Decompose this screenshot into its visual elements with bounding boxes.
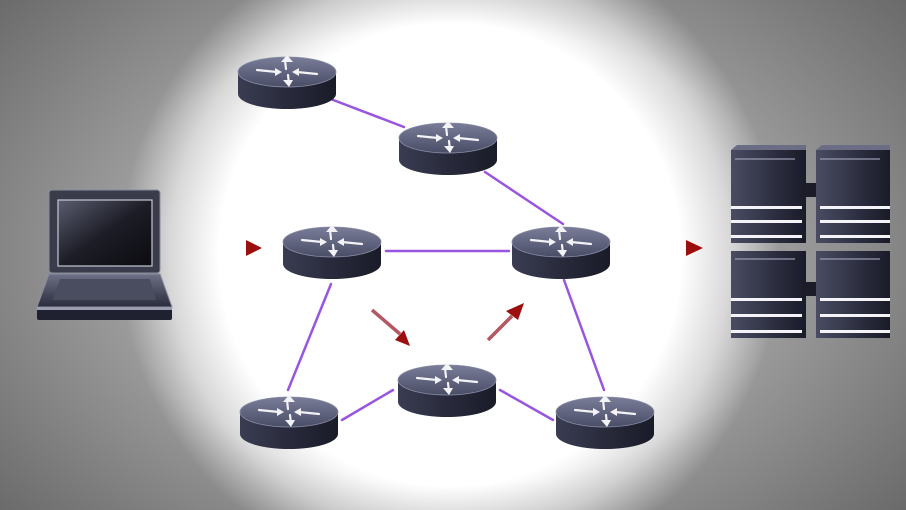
laptop-icon (36, 189, 173, 320)
link-bottommid-bottomright (498, 388, 555, 422)
router-egress (511, 223, 611, 281)
arrow-ingress-to-bottom-mid (370, 308, 410, 346)
link-bottomleft-bottommid (340, 388, 395, 422)
server-icon (731, 145, 890, 338)
router-bottom-left (239, 393, 339, 451)
router-bottom-right (555, 393, 655, 451)
links-layer (286, 96, 606, 422)
link-topleft-topmid (326, 96, 406, 129)
router-ingress (282, 223, 382, 281)
link-topmid-egress (483, 170, 565, 226)
router-top-mid (398, 119, 498, 177)
traffic-arrows (189, 240, 703, 346)
link-ingress-bottomleft (286, 282, 333, 392)
arrow-bottom-mid-to-egress (486, 303, 524, 342)
router-bottom-mid (397, 361, 497, 419)
link-egress-bottomright (562, 278, 606, 392)
router-top-left (237, 53, 337, 111)
arrow-laptop-to-ingress (189, 240, 262, 256)
arrow-egress-to-server (628, 240, 703, 256)
